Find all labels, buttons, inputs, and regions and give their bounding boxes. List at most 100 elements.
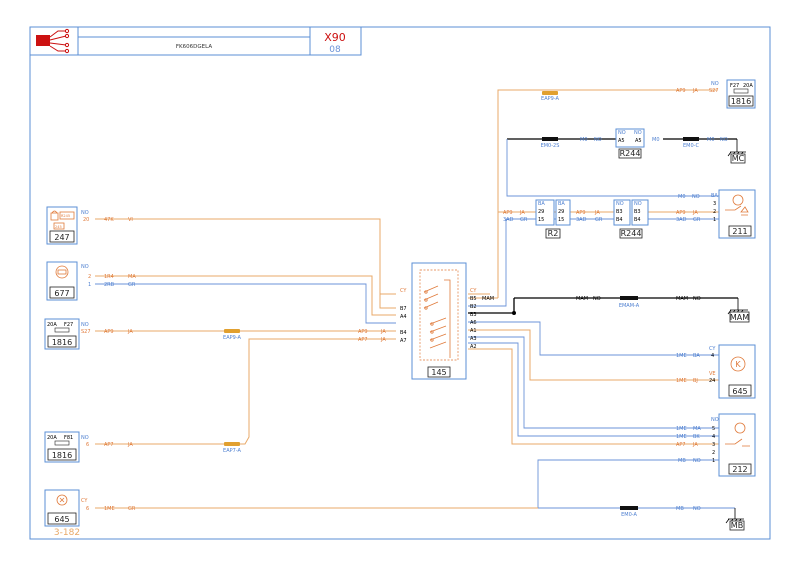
svg-text:EAP9-A: EAP9-A [541, 96, 559, 102]
svg-text:NO: NO [693, 296, 701, 302]
svg-text:A1: A1 [470, 328, 477, 334]
svg-text:AP9: AP9 [676, 88, 686, 94]
junction-dot [512, 311, 516, 315]
component-211: BA 3 2 1 211 [711, 189, 756, 239]
svg-text:1ME: 1ME [676, 426, 687, 432]
svg-text:BA: BA [711, 193, 718, 199]
svg-text:15: 15 [538, 217, 544, 223]
svg-text:20: 20 [83, 217, 89, 223]
lamp-icon [56, 494, 68, 506]
svg-text:JA: JA [127, 442, 133, 448]
svg-text:1816: 1816 [731, 97, 751, 106]
svg-text:GR: GR [128, 282, 136, 288]
svg-text:MB: MB [731, 521, 743, 530]
svg-text:S27: S27 [81, 329, 91, 335]
connector-r244-b: NO B3 B4 NO B3 B4 R244 [613, 199, 649, 239]
svg-text:1: 1 [712, 458, 715, 464]
svg-text:6: 6 [86, 442, 89, 448]
svg-text:645: 645 [54, 515, 69, 524]
svg-text:AP9: AP9 [358, 329, 368, 335]
svg-text:K: K [735, 360, 741, 369]
svg-text:M0: M0 [652, 137, 660, 143]
svg-text:A7: A7 [400, 338, 407, 344]
svg-text:20A: 20A [47, 435, 57, 441]
svg-text:BA: BA [558, 201, 565, 207]
component-677: 677 NO 2 1 [46, 261, 91, 301]
svg-text:NO: NO [693, 506, 701, 512]
svg-text:B5: B5 [470, 296, 477, 302]
svg-text:A5: A5 [635, 138, 642, 144]
svg-text:AP9: AP9 [576, 210, 586, 216]
svg-text:677: 677 [54, 289, 69, 298]
svg-text:29: 29 [538, 209, 544, 215]
light-switch-icon [725, 422, 750, 447]
svg-text:2RB: 2RB [104, 282, 115, 288]
svg-text:20A: 20A [743, 83, 753, 89]
svg-text:B4: B4 [400, 330, 407, 336]
svg-text:6: 6 [86, 506, 89, 512]
svg-text:MAM: MAM [730, 313, 749, 322]
svg-text:15: 15 [558, 217, 564, 223]
splice-eap9-a [224, 329, 240, 333]
svg-text:B3: B3 [634, 209, 641, 215]
svg-text:NO: NO [720, 137, 728, 143]
title-block: FK606DGELA X90 08 [29, 26, 362, 56]
svg-text:F81: F81 [64, 435, 73, 441]
page-frame [29, 26, 771, 540]
svg-text:R244: R244 [621, 229, 642, 238]
svg-text:R245: R245 [61, 214, 70, 218]
fuse-icon [733, 88, 749, 94]
svg-text:247: 247 [54, 233, 69, 242]
svg-text:BJ: BJ [693, 378, 698, 384]
svg-text:211: 211 [732, 227, 747, 236]
ground-mam: MAM [727, 298, 750, 323]
svg-text:EM0-2S: EM0-2S [541, 143, 560, 149]
svg-text:B4: B4 [634, 217, 641, 223]
svg-text:GR: GR [595, 217, 603, 223]
connector-r2: BA 29 15 BA 29 15 R2 [535, 199, 571, 239]
page-number: 08 [329, 45, 341, 55]
svg-text:NO: NO [711, 417, 719, 423]
fuse-icon [54, 327, 70, 333]
svg-text:VI: VI [128, 217, 133, 223]
svg-text:JA: JA [127, 329, 133, 335]
splice-eap7-a [224, 442, 240, 446]
component-212: NO 5 4 3 2 1 212 [711, 413, 756, 477]
svg-text:EM0-C: EM0-C [683, 143, 699, 149]
svg-text:AP9: AP9 [503, 210, 513, 216]
component-1816-top: F27 20A 1816 NO S27 [709, 79, 756, 109]
svg-text:BK: BK [693, 434, 700, 440]
connector-r244-a5: NO NO A5 A5 R244 [615, 128, 645, 159]
svg-text:B7: B7 [400, 306, 407, 312]
svg-text:M0: M0 [580, 137, 588, 143]
svg-text:BA: BA [693, 353, 700, 359]
svg-text:GR: GR [693, 217, 701, 223]
svg-text:JA: JA [594, 210, 600, 216]
svg-text:A6: A6 [470, 320, 477, 326]
svg-text:MA: MA [693, 426, 701, 432]
svg-text:JA: JA [692, 442, 698, 448]
page-code: X90 [324, 31, 346, 44]
svg-text:1ME: 1ME [676, 378, 687, 384]
k-relay-icon [730, 356, 746, 372]
svg-text:EAP9-A: EAP9-A [223, 335, 241, 341]
svg-text:R244: R244 [620, 149, 641, 158]
svg-text:NO: NO [81, 322, 89, 328]
splice-markers [224, 91, 699, 510]
svg-text:NO: NO [634, 201, 642, 207]
svg-text:NO: NO [81, 210, 89, 216]
splice-em0-a [620, 506, 638, 510]
connector-logo-icon [36, 28, 70, 54]
svg-text:NO: NO [692, 194, 700, 200]
diagram-title: FK606DGELA [176, 44, 212, 50]
component-145: 145 CY B7 A4 B4 A7 CY B5 B2 B3 A6 A1 A3 … [400, 262, 477, 380]
svg-text:MA: MA [128, 274, 136, 280]
svg-text:3: 3 [712, 442, 715, 448]
svg-text:JA: JA [692, 88, 698, 94]
svg-text:MB: MB [676, 506, 684, 512]
svg-text:AP7: AP7 [104, 442, 114, 448]
svg-text:1816: 1816 [52, 451, 72, 460]
svg-text:NO: NO [594, 137, 602, 143]
svg-text:BA: BA [538, 201, 545, 207]
